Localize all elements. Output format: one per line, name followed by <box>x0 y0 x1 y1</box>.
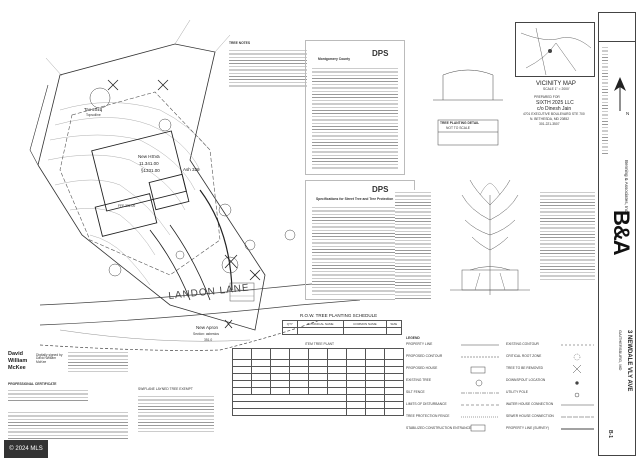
schedule-header-qty: QTY <box>282 320 298 328</box>
owner-name: SIXTH 2025 LLC <box>536 100 574 106</box>
left-block-text <box>138 394 214 432</box>
schedule-header-botanical: BOTANICAL NAME <box>296 320 345 328</box>
schedule-table: QTY BOTANICAL NAME COMMON NAME SIZE <box>282 320 403 335</box>
vicinity-map-frame <box>515 22 595 77</box>
legend-item: TREE PROTECTION FENCE <box>406 414 450 418</box>
signature-digital: Digitally signed by David William McKee <box>36 353 63 364</box>
legend-item: PROPERTY LINE <box>406 342 433 346</box>
legend-item: STABILIZED CONSTRUCTION ENTRANCE <box>406 426 472 430</box>
left-block-title: SWIFLANE LAYNED TREE EXEMPT <box>138 387 193 391</box>
dps-logo-top: DPS <box>372 49 389 58</box>
legend-item: PROPERTY LINE (SURVEY) <box>506 426 549 430</box>
watermark-badge: © 2024 MLS <box>4 440 48 458</box>
professional-cert-text <box>8 388 88 403</box>
legend-item: UTILITY POLE <box>506 390 528 394</box>
vicinity-map-drawing <box>520 27 592 76</box>
north-arrow-icon <box>614 77 626 111</box>
owner-address2: N. BETHESDA, MD 20852 <box>530 117 570 121</box>
planting-notes-left <box>395 190 431 300</box>
signature-name-3: McKee <box>8 365 26 371</box>
driveway-elevation: 351.0 <box>204 338 213 342</box>
project-name: 3 NEWDALE VLY AVE <box>626 330 632 392</box>
schedule-title: R.O.W. TREE PLANTING SCHEDULE <box>300 313 378 318</box>
house-number: 11.341.00 <box>139 161 159 166</box>
legend-symbols-left <box>461 344 499 432</box>
owner-address1: 4701 EXECUTIVE BOULEVARD STE 700 <box>523 112 585 116</box>
signature-name-1: David <box>8 351 23 357</box>
dps-title-top: Montgomery County <box>318 57 351 61</box>
owner-contact: c/o Dinesh Jain <box>537 106 572 112</box>
specifications-title: Specifications for Street Tree and Tree … <box>316 197 394 201</box>
note-a: Ash 326 <box>183 167 200 172</box>
dps-logo-bottom: DPS <box>372 185 389 194</box>
lot-label-north: Tax 20±q <box>84 107 103 112</box>
tree-table-title: ITEM TREE PLANT <box>305 342 335 346</box>
left-notes-text <box>8 410 128 440</box>
legend-item: PROPOSED CONTOUR <box>406 354 443 358</box>
signature-text-block <box>68 350 128 372</box>
legend-items: PROPERTY LINE PROPOSED CONTOUR PROPOSED … <box>406 342 596 445</box>
title-block-dates <box>602 45 608 155</box>
legend-item: EXISTING TREE <box>406 378 432 382</box>
legend-item: PROPOSED HOUSE <box>406 366 438 370</box>
professional-cert-title: PROFESSIONAL CERTIFICATE <box>8 382 57 386</box>
planting-notes-right <box>540 190 595 280</box>
vicinity-map-scale: SCALE 1" = 2000' <box>543 87 570 91</box>
firm-logo: B&A <box>600 210 634 280</box>
dps-spec-sheet-top <box>305 40 405 175</box>
driveway-sub: Section: asbestos <box>193 332 220 336</box>
tree-planting-illustration <box>450 179 530 295</box>
sheet-number: B-1 <box>607 430 613 439</box>
planting-detail-title: TREE PLANTING DETAIL <box>440 121 480 125</box>
legend-item: LIMITS OF DISTURBANCE <box>406 402 447 406</box>
house-detail: §1331.00 <box>141 168 160 173</box>
tree-protection-detail <box>433 69 503 146</box>
lot-label-north-sub: Topsoiline <box>86 113 101 117</box>
house-label: New HSVa <box>138 154 160 159</box>
house-elevation: FFE 331.00 <box>118 204 136 208</box>
tree-table <box>232 348 404 416</box>
owner-label: PREPARED FOR <box>534 95 560 99</box>
tree-notes-title: TREE NOTES <box>229 41 251 45</box>
legend-item: WATER HOUSE CONNECTION <box>506 402 554 406</box>
schedule-header-common: COMMON NAME <box>343 320 387 328</box>
project-sub: GAITHERSBURG, MD <box>618 330 623 371</box>
driveway-label: New Apron <box>196 325 219 330</box>
legend-symbols-right <box>561 344 594 430</box>
tree-notes-text <box>229 48 307 88</box>
legend-item: EXISTING CONTOUR <box>506 342 539 346</box>
firm-name: Benning & Associates, Inc. <box>624 160 629 214</box>
legend-item: TREE TO BE REMOVED <box>506 366 544 370</box>
legend-item: SEWER HOUSE CONNECTION <box>506 414 554 418</box>
dps-spec-text-top <box>312 66 398 170</box>
specifications-text <box>312 205 408 295</box>
owner-phone: 301-221-3507 <box>539 122 560 126</box>
firm-logo-text: B&A <box>609 210 634 255</box>
vicinity-map-title: VICINITY MAP <box>536 81 576 87</box>
legend-title: LEGEND <box>406 336 420 340</box>
legend-item: SILT FENCE <box>406 390 425 394</box>
title-block-revisions <box>598 12 636 42</box>
schedule-header-size: SIZE <box>385 320 403 328</box>
north-label: N <box>626 111 630 116</box>
signature-name-2: William <box>8 358 28 364</box>
legend-item: DOWNSPOUT LOCATION <box>506 378 546 382</box>
legend-item: CRITICAL ROOT ZONE <box>506 354 542 358</box>
planting-detail-sub: NOT TO SCALE <box>446 126 471 130</box>
